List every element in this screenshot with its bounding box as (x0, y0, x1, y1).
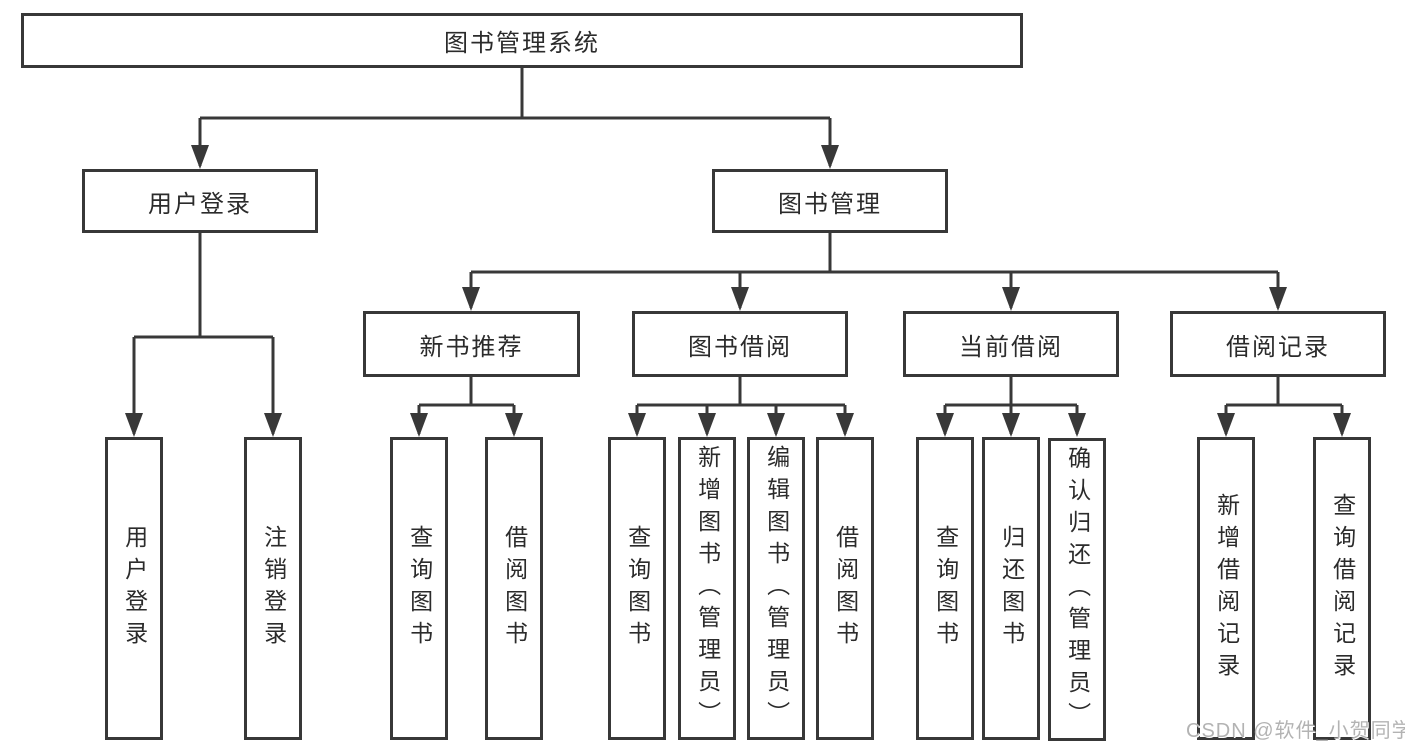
node-book-borrowing: 图书借阅 (632, 311, 848, 377)
connector-book-management-to-level3 (462, 233, 1287, 311)
node-leaf-bb-borrow-books: 借阅图书 (816, 437, 874, 740)
node-leaf-cb-confirm-return: 确认归还（管理员） (1048, 438, 1106, 741)
node-leaf-br-add-record: 新增借阅记录 (1197, 437, 1255, 740)
node-book-management: 图书管理 (712, 169, 948, 233)
node-leaf-logout-label: 注销登录 (260, 524, 287, 653)
node-leaf-cb-query-books: 查询图书 (916, 437, 974, 740)
node-leaf-bb-query-books-label: 查询图书 (624, 524, 651, 653)
node-leaf-nbr-borrow-books-label: 借阅图书 (501, 524, 528, 653)
node-root-label: 图书管理系统 (444, 30, 600, 57)
node-current-borrowing-label: 当前借阅 (959, 333, 1063, 361)
node-leaf-bb-edit-books: 编辑图书（管理员） (747, 437, 805, 740)
node-leaf-br-query-record: 查询借阅记录 (1313, 437, 1371, 740)
node-leaf-user-login: 用户登录 (105, 437, 163, 740)
node-new-book-recommend-label: 新书推荐 (419, 333, 524, 361)
node-current-borrowing: 当前借阅 (903, 311, 1119, 377)
node-leaf-br-query-record-label: 查询借阅记录 (1329, 492, 1356, 685)
node-leaf-logout: 注销登录 (244, 437, 302, 740)
node-leaf-nbr-query-books: 查询图书 (390, 437, 448, 740)
node-borrowing-records: 借阅记录 (1170, 311, 1386, 377)
node-user-login-label: 用户登录 (148, 190, 252, 218)
connector-borrowing-records-to-leaves (1217, 377, 1351, 437)
connector-new-book-recommend-to-leaves (410, 377, 523, 437)
connector-book-borrowing-to-leaves (628, 377, 854, 437)
node-leaf-br-add-record-label: 新增借阅记录 (1213, 492, 1240, 685)
node-book-management-label: 图书管理 (778, 190, 882, 218)
node-leaf-user-login-label: 用户登录 (121, 524, 148, 653)
node-book-borrowing-label: 图书借阅 (688, 333, 792, 361)
node-leaf-nbr-borrow-books: 借阅图书 (485, 437, 543, 740)
node-root: 图书管理系统 (21, 13, 1023, 68)
node-borrowing-records-label: 借阅记录 (1226, 333, 1330, 361)
connector-root-to-level2 (191, 68, 839, 169)
node-leaf-cb-return-books-label: 归还图书 (998, 524, 1025, 653)
node-leaf-bb-query-books: 查询图书 (608, 437, 666, 740)
node-user-login: 用户登录 (82, 169, 318, 233)
node-leaf-bb-borrow-books-label: 借阅图书 (832, 524, 859, 653)
node-leaf-cb-confirm-return-label: 确认归还（管理员） (1064, 445, 1091, 734)
watermark: CSDN @软件_小贺同学 (1186, 720, 1405, 742)
connector-current-borrowing-to-leaves (936, 377, 1086, 437)
node-leaf-cb-return-books: 归还图书 (982, 437, 1040, 740)
node-leaf-bb-edit-books-label: 编辑图书（管理员） (763, 444, 790, 733)
node-leaf-nbr-query-books-label: 查询图书 (406, 524, 433, 653)
node-leaf-bb-add-books: 新增图书（管理员） (678, 437, 736, 740)
node-leaf-bb-add-books-label: 新增图书（管理员） (694, 444, 721, 733)
connector-user-login-to-leaves (125, 233, 282, 437)
node-leaf-cb-query-books-label: 查询图书 (932, 524, 959, 653)
node-new-book-recommend: 新书推荐 (363, 311, 580, 377)
